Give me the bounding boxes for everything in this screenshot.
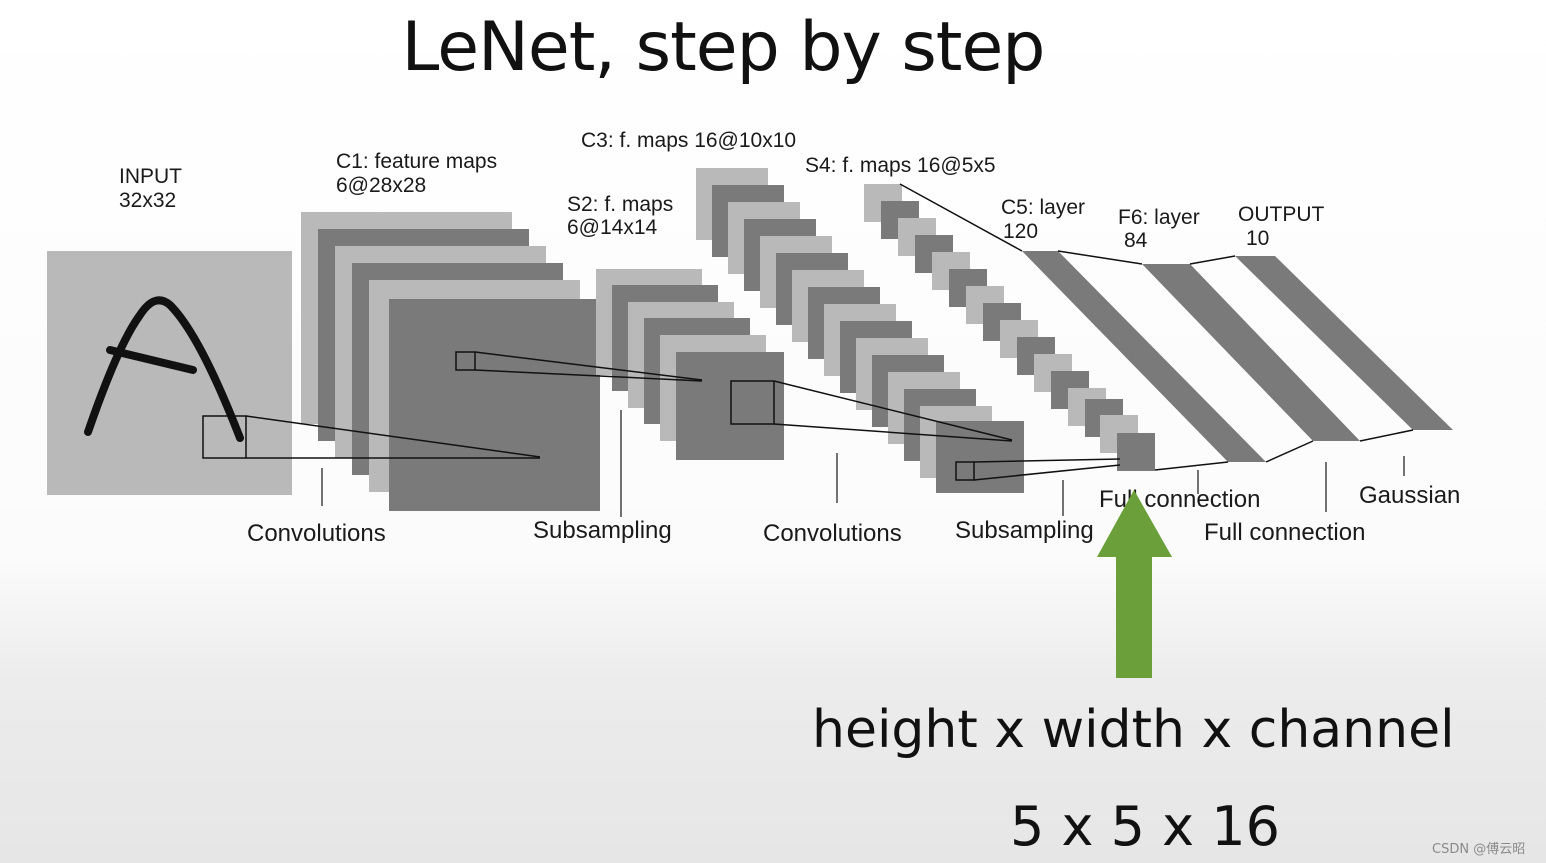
c3-feature-maps xyxy=(696,168,1024,493)
c3-receptive-field xyxy=(955,461,975,481)
input-label: INPUT xyxy=(119,165,182,188)
watermark: CSDN @傅云昭 xyxy=(1432,842,1526,857)
input-image xyxy=(47,251,292,495)
conv1-label: Convolutions xyxy=(247,520,386,547)
dims-caption: height x width x channel xyxy=(812,700,1455,760)
output-label: OUTPUT xyxy=(1238,203,1325,226)
sub1-label: Subsampling xyxy=(533,517,672,544)
c5-size-label: 120 xyxy=(1003,220,1038,243)
s2-feature-maps xyxy=(596,269,784,460)
f6-layer-band xyxy=(1142,264,1360,441)
gaussian-label: Gaussian xyxy=(1359,482,1460,509)
s4-label: S4: f. maps 16@5x5 xyxy=(805,154,996,177)
input-size-label: 32x32 xyxy=(119,189,176,212)
full1-label: Full connection xyxy=(1099,486,1260,513)
c1-label: C1: feature maps xyxy=(336,150,497,173)
s2-size-label: 6@14x14 xyxy=(567,216,658,239)
f6-size-label: 84 xyxy=(1124,229,1148,252)
c5-layer-band xyxy=(1022,251,1266,462)
c5-label: C5: layer xyxy=(1001,196,1085,219)
conv2-label: Convolutions xyxy=(763,520,902,547)
s2-receptive-field xyxy=(730,380,775,425)
c1-receptive-field xyxy=(455,351,476,371)
c1-feature-maps xyxy=(301,212,600,511)
sub2-label: Subsampling xyxy=(955,517,1094,544)
output-size-label: 10 xyxy=(1246,227,1269,250)
full2-label: Full connection xyxy=(1204,519,1365,546)
dims-value: 5 x 5 x 16 xyxy=(1010,795,1280,858)
f6-label: F6: layer xyxy=(1118,206,1200,229)
c3-label: C3: f. maps 16@10x10 xyxy=(581,129,796,152)
projection-lines xyxy=(245,183,1414,481)
letter-a-glyph xyxy=(84,296,244,442)
output-layer-band xyxy=(1235,256,1453,430)
s4-feature-maps xyxy=(864,184,1155,471)
green-up-arrow xyxy=(1097,490,1172,678)
slide-title: LeNet, step by step xyxy=(401,8,1046,87)
s2-label: S2: f. maps xyxy=(567,193,673,216)
input-receptive-field xyxy=(202,415,247,459)
c1-size-label: 6@28x28 xyxy=(336,174,426,197)
operation-tick-marks xyxy=(321,410,1405,517)
